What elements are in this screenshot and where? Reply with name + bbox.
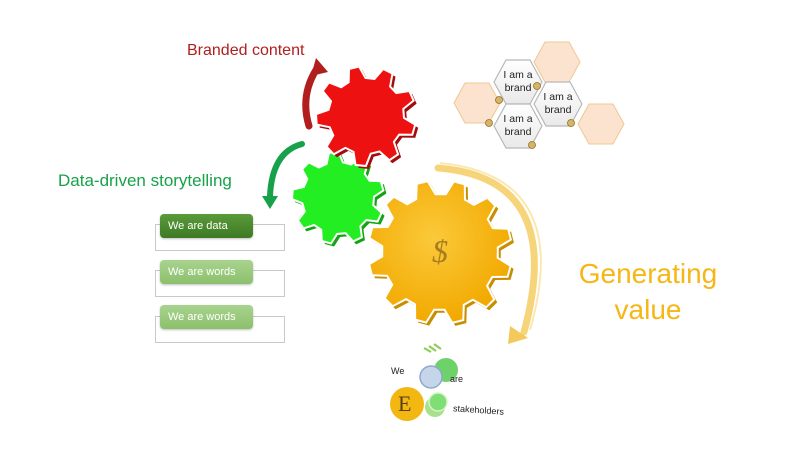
brand-hex-line1: I am a [543,91,573,103]
hex-peach-left [453,82,501,124]
hex-dot [567,119,575,127]
cluster-circle-mint [428,392,448,412]
data-driven-storytelling-label: Data-driven storytelling [58,171,232,190]
stakeholders-letter-e: E [398,391,412,416]
gear-green [290,150,387,247]
brand-hex-line2: brand [544,104,572,116]
gear-yellow [367,179,514,326]
gear-red-body [314,65,417,168]
generating-value-line1: Generating [578,258,718,289]
green-curved-arrow [267,141,305,199]
cluster-dash [423,347,432,353]
cluster-dash [433,343,442,350]
green-arrow-head [262,196,278,209]
data-box-we-are-data: We are data [160,214,253,238]
brand-hex-label: I am a brand [536,91,580,117]
brand-hex-line2: brand [504,126,532,138]
red-arrow-head [311,58,328,76]
stakeholders-word-are: are [450,374,464,384]
generating-value-label: Generating value [568,256,728,328]
brand-hex-line1: I am a [503,69,533,81]
hex-dot [495,96,503,104]
cluster-circle-yellow [390,387,424,421]
red-curved-arrow [302,66,320,130]
cluster-dash [428,345,437,352]
hex-peach-right [577,103,625,145]
brand-hex-label: I am a brand [496,69,540,95]
honeycomb [453,41,625,149]
hex-dot [533,82,541,90]
gold-arrow-head [508,326,528,344]
hex-peach-top [533,41,581,83]
dollar-symbol: $ [432,233,448,269]
stakeholders-cluster [390,343,458,421]
gold-curved-arrow-inner [439,162,542,331]
generating-value-line2: value [614,294,682,325]
data-box-we-are-words: We are words [160,260,253,284]
gold-curved-arrow [434,164,538,336]
brand-hex-label: I am a brand [496,113,540,139]
stakeholders-word-we: We [391,366,405,376]
brand-hex-line2: brand [504,82,532,94]
hex-dot [528,141,536,149]
brand-hex-line1: I am a [503,113,533,125]
hex-dot [485,119,493,127]
data-box-we-are-words: We are words [160,305,253,329]
gear-yellow-body [367,179,513,325]
gear-red [314,65,419,169]
branded-content-label: Branded content [187,42,305,59]
cluster-circle-blue [419,365,443,389]
